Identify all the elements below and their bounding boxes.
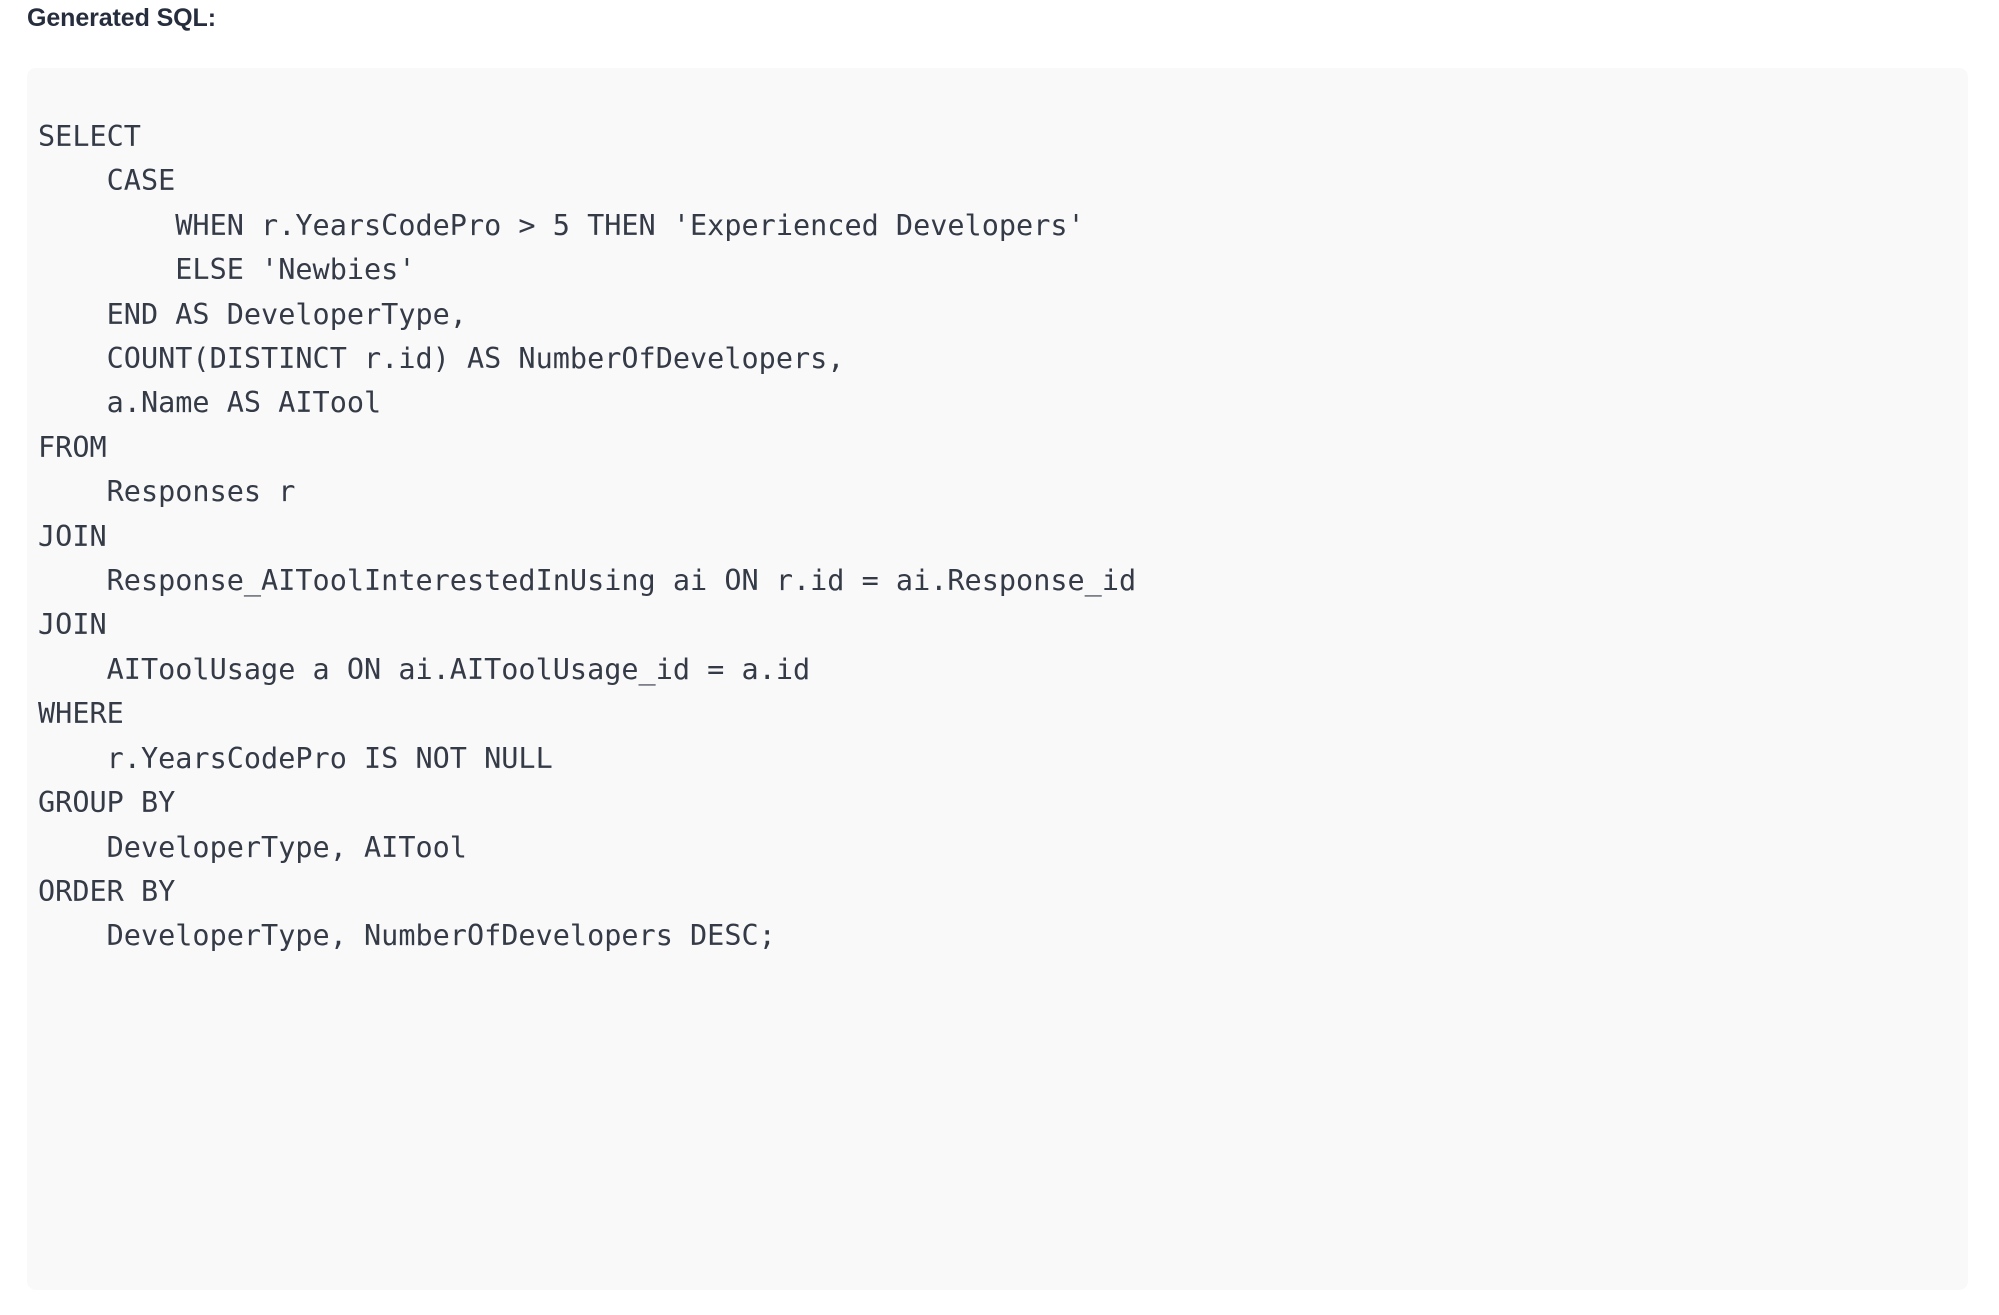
sql-code-text[interactable]: SELECT CASE WHEN r.YearsCodePro > 5 THEN… (38, 120, 1137, 953)
page-title: Generated SQL: (27, 4, 216, 32)
code-block-inner: SELECT CASE WHEN r.YearsCodePro > 5 THEN… (38, 115, 1968, 959)
generated-sql-code-block[interactable]: SELECT CASE WHEN r.YearsCodePro > 5 THEN… (27, 68, 1968, 1290)
